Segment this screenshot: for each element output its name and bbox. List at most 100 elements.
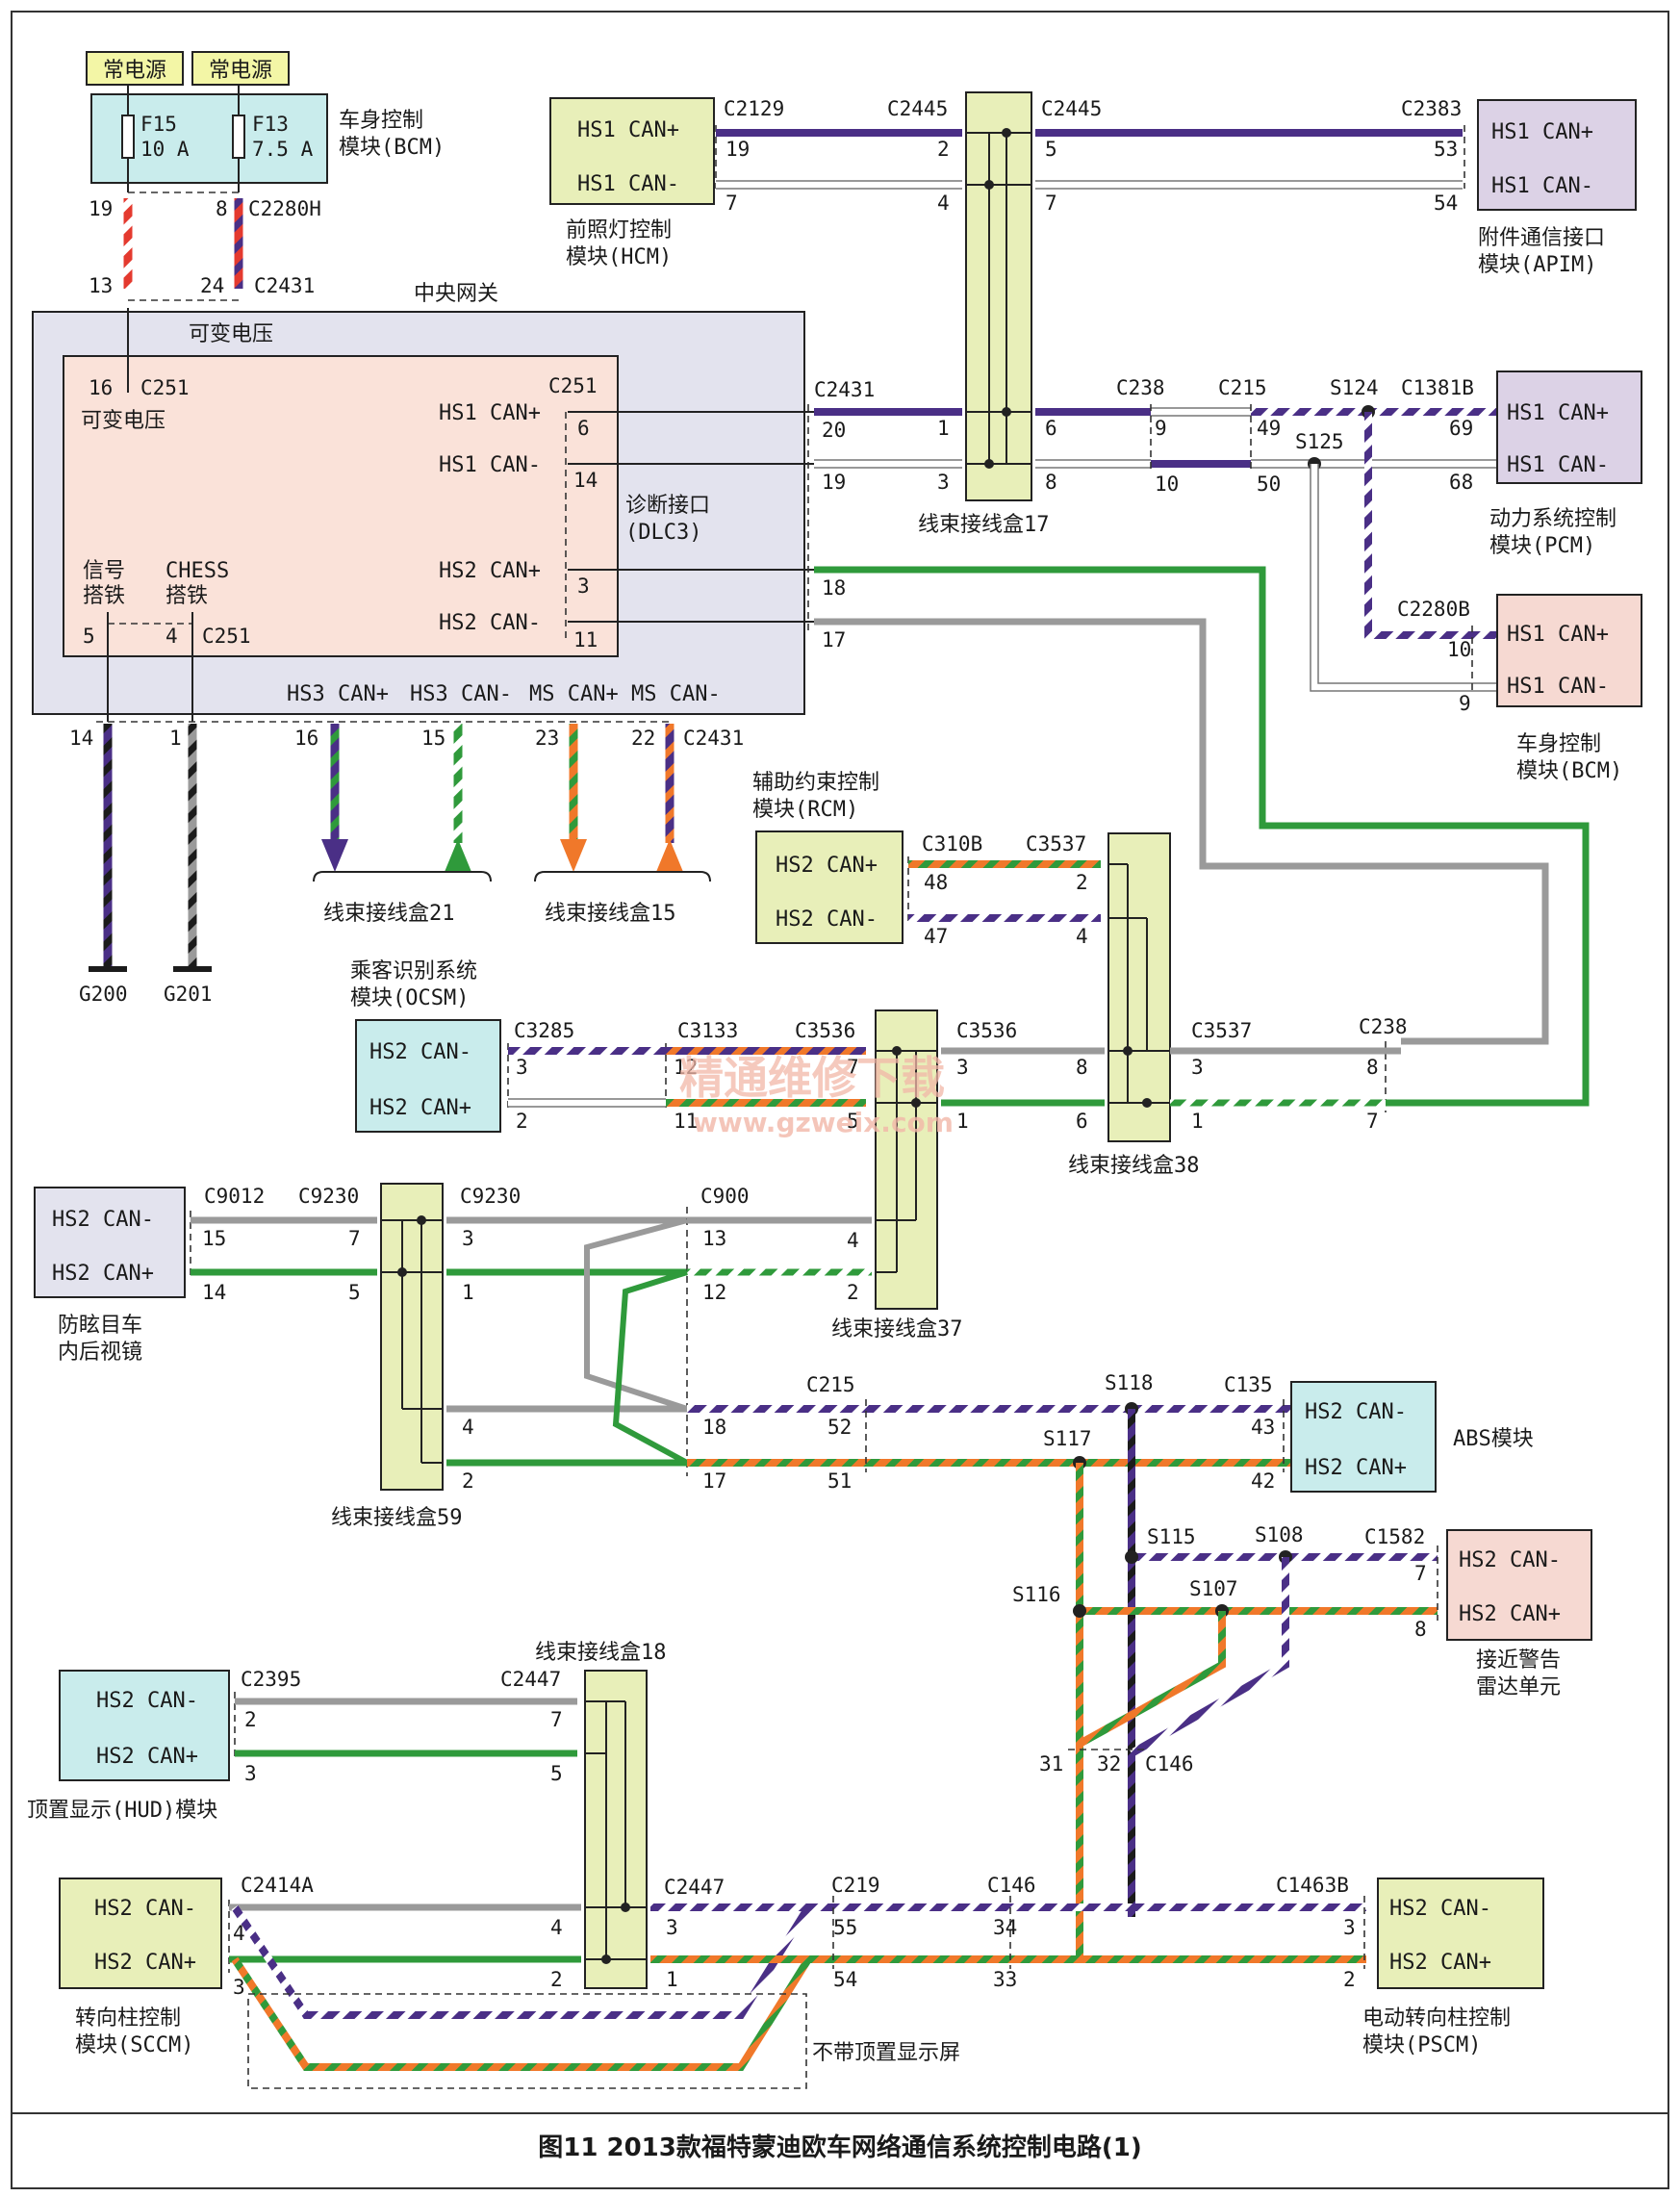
rcm-p47: 47 — [924, 925, 948, 948]
gateway-inner-module — [63, 355, 619, 657]
abs-p42: 42 — [1251, 1469, 1275, 1493]
box18-conn-right: C2447 — [664, 1876, 725, 1899]
c900-p13: 13 — [702, 1227, 726, 1250]
hs3n-arrow-icon — [445, 839, 471, 872]
ocsm-p11: 11 — [674, 1110, 698, 1133]
box17-p2: 2 — [937, 138, 950, 161]
gw-hs2n-label: HS2 CAN- — [439, 611, 541, 635]
splice-box18 — [584, 1670, 648, 1989]
pscm-p3: 3 — [1343, 1916, 1356, 1939]
box17-p8: 8 — [1045, 471, 1057, 494]
c900-p12: 12 — [702, 1281, 726, 1304]
pcm-hs1p: HS1 CAN+ — [1507, 401, 1609, 425]
gateway-title: 中央网关 — [414, 282, 498, 306]
gw-bp22: 22 — [631, 727, 655, 750]
bcm-conn-c2280h: C2280H — [248, 197, 321, 220]
box37-p2: 2 — [847, 1281, 859, 1304]
gw-p6: 6 — [577, 417, 590, 440]
box17-p5: 5 — [1045, 138, 1057, 161]
abs-c215: C215 — [806, 1373, 855, 1396]
box37-conn-left: C3536 — [795, 1019, 855, 1042]
sccm-hs2p: HS2 CAN+ — [94, 1951, 196, 1975]
sccm-name2: 模块(SCCM) — [75, 2033, 193, 2057]
msn-label: MS CAN- — [631, 682, 721, 706]
bcmr-conn: C2280B — [1397, 598, 1470, 621]
box18-p4: 4 — [550, 1916, 563, 1939]
gw-rp19: 19 — [822, 471, 846, 494]
apim-p53: 53 — [1434, 138, 1458, 161]
gw-rp17: 17 — [822, 628, 846, 651]
box38-conn: C3537 — [1026, 832, 1086, 856]
gw-p3: 3 — [577, 575, 590, 598]
box15-label: 线束接线盒15 — [545, 902, 676, 926]
abs-s117: S117 — [1043, 1427, 1092, 1450]
wire-gw-hs2n — [814, 618, 1549, 1045]
gw-bp16: 16 — [294, 727, 318, 750]
hud-conn: C2395 — [241, 1668, 301, 1691]
box17-p1: 1 — [937, 417, 950, 440]
box17-conn-right: C2445 — [1041, 97, 1102, 120]
box37-p1: 1 — [956, 1110, 969, 1133]
mirror-name2: 内后视镜 — [58, 1341, 142, 1365]
c900-p17: 17 — [702, 1469, 726, 1493]
radar-s116: S116 — [1012, 1583, 1061, 1606]
gw-bp15: 15 — [421, 727, 445, 750]
box18-p7: 7 — [550, 1708, 563, 1731]
hud-p3: 3 — [244, 1762, 257, 1785]
gw-rp18: 18 — [822, 576, 846, 600]
gw-inner-c251: C251 — [140, 376, 190, 399]
gw-bp1: 1 — [169, 727, 182, 750]
box38-label: 线束接线盒38 — [1068, 1154, 1200, 1178]
box38-conn-right: C3537 — [1191, 1019, 1252, 1042]
bcmr-hs1n: HS1 CAN- — [1507, 675, 1609, 699]
power-label-1: 常电源 — [103, 59, 166, 83]
msp-label: MS CAN+ — [529, 682, 619, 706]
gw-hs1p-label: HS1 CAN+ — [439, 401, 541, 425]
splice-box59 — [380, 1183, 444, 1491]
box18-p1: 1 — [666, 1968, 678, 1991]
pscm-p2: 2 — [1343, 1968, 1356, 1991]
gw-right-conn: C2431 — [814, 378, 875, 401]
mirror-hs2n: HS2 CAN- — [52, 1208, 154, 1232]
dlc-label: 诊断接口 — [625, 494, 710, 518]
rcm-module: HS2 CAN+ HS2 CAN- — [755, 830, 904, 944]
bcmr-p9: 9 — [1459, 692, 1471, 715]
sccm-name: 转向柱控制 — [75, 2006, 181, 2031]
box18-label: 线束接线盒18 — [535, 1641, 667, 1665]
c900-p18: 18 — [702, 1416, 726, 1439]
apim-name2: 模块(APIM) — [1478, 253, 1596, 277]
gw-pin-13: 13 — [89, 274, 113, 297]
radar-module: HS2 CAN- HS2 CAN+ 接近警告 雷达单元 — [1446, 1529, 1592, 1699]
mirror-p14: 14 — [202, 1281, 226, 1304]
hcm-name2: 模块(HCM) — [566, 245, 672, 269]
pcm-c238: C238 — [1116, 376, 1165, 399]
box59-p3: 3 — [462, 1227, 474, 1250]
box18-p3: 3 — [666, 1916, 678, 1939]
box59-p2: 2 — [462, 1469, 474, 1493]
pcm-name2: 模块(PCM) — [1489, 534, 1595, 558]
hcm-name: 前照灯控制 — [566, 218, 672, 243]
box17-p3: 3 — [937, 471, 950, 494]
apim-hs1n: HS1 CAN- — [1491, 174, 1593, 198]
abs-conn: C135 — [1224, 1373, 1273, 1396]
pscm-p55: 55 — [833, 1916, 857, 1939]
hud-hs2n: HS2 CAN- — [96, 1689, 198, 1713]
pscm-name: 电动转向柱控制 — [1362, 2006, 1511, 2031]
ocsm-hs2n: HS2 CAN- — [369, 1040, 471, 1064]
gw-conn-top: C2431 — [254, 274, 315, 297]
box18-p2: 2 — [550, 1968, 563, 1991]
mirror-p15: 15 — [202, 1227, 226, 1250]
chess-label2: 搭铁 — [165, 584, 208, 608]
gateway-vv-title: 可变电压 — [189, 322, 273, 346]
pscm-hs2p: HS2 CAN+ — [1389, 1951, 1491, 1975]
hud-module: HS2 CAN- HS2 CAN+ 顶置显示(HUD)模块 — [27, 1670, 230, 1823]
sig-gnd-label: 信号 — [83, 559, 125, 583]
box37-p7: 7 — [847, 1056, 859, 1079]
gw-bp23: 23 — [535, 727, 559, 750]
gw-c251-right: C251 — [548, 374, 598, 397]
abs-p52: 52 — [827, 1416, 852, 1439]
pscm-c219: C219 — [831, 1874, 880, 1897]
box59-p1: 1 — [462, 1281, 474, 1304]
fuse-f13-icon — [232, 115, 245, 159]
box37-conn-right: C3536 — [956, 1019, 1017, 1042]
